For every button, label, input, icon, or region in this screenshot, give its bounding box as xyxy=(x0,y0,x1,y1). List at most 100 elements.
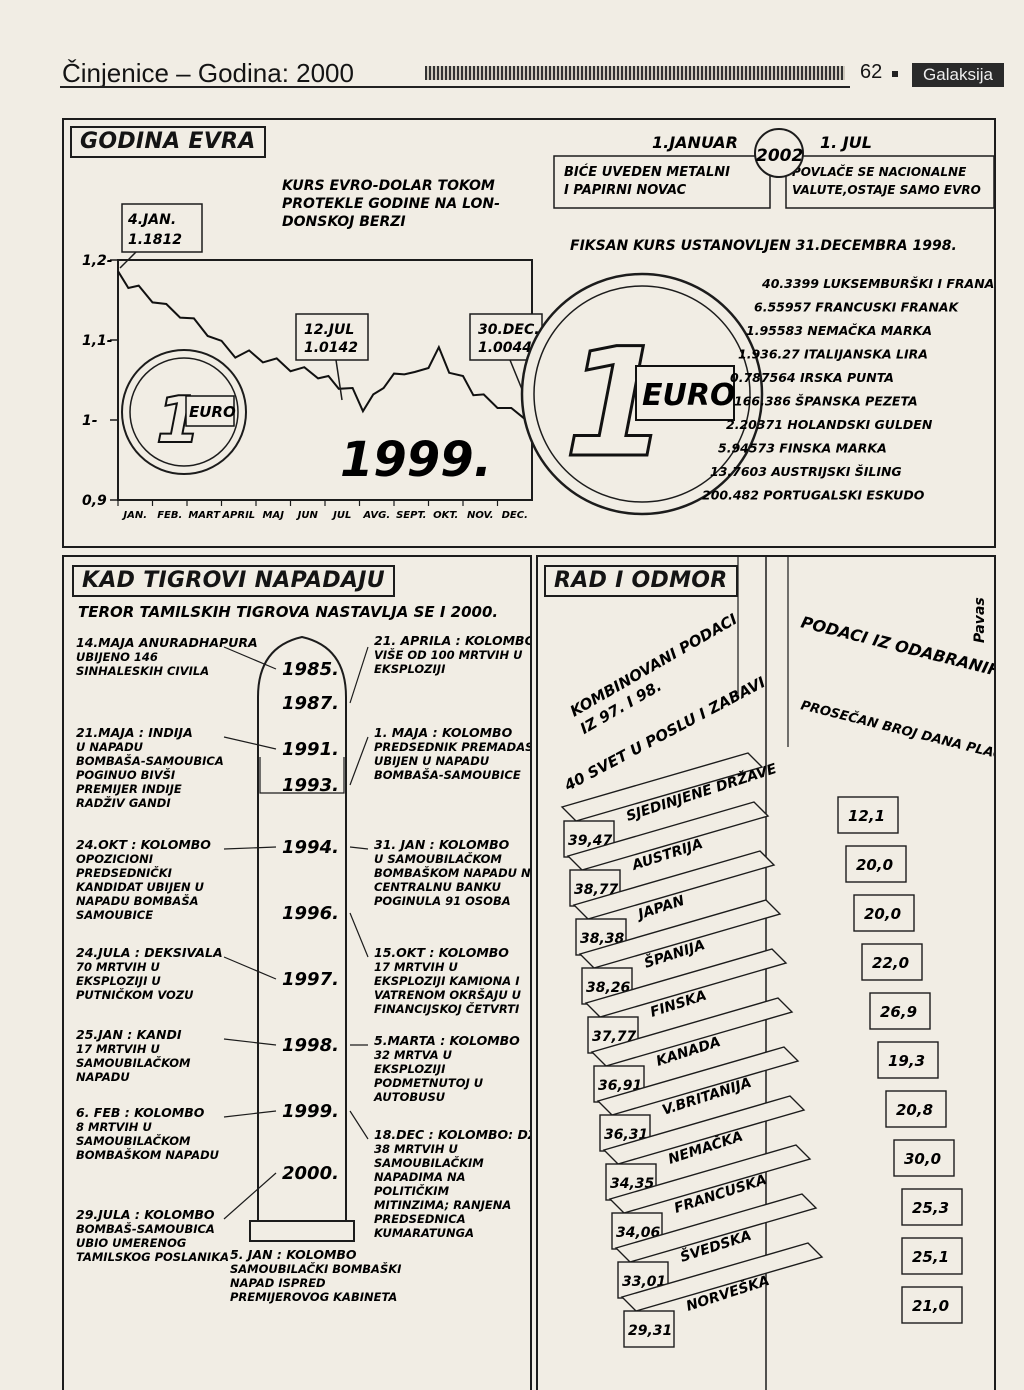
event-head: 6. FEB : KOLOMBO xyxy=(76,1105,205,1120)
event-text: EKSPLOZIJI KAMIONA I xyxy=(374,974,520,988)
event-text: PREMIJEROVOG KABINETA xyxy=(230,1290,397,1304)
event-head: 31. JAN : KOLOMBO xyxy=(374,837,510,852)
event-text: PREDSEDNIČKI xyxy=(76,865,173,880)
event-text: PREMIJER INDIJE xyxy=(76,782,182,796)
event-head: 29.JULA : KOLOMBO xyxy=(76,1207,215,1222)
event-text: EKSPLOZIJI xyxy=(374,1062,446,1076)
vacation-box xyxy=(901,1286,963,1324)
event-text: 17 MRTVIH U xyxy=(374,960,458,974)
section-tag: Galaksija xyxy=(912,63,1004,87)
tigers-panel-title: KAD TIGROVI NAPADAJU xyxy=(72,565,395,597)
svg-text:30.DEC.: 30.DEC. xyxy=(478,322,540,338)
work-panel-drawing: KOMBINOVANI PODACI IZ 97. I 98. 40 SVET … xyxy=(561,557,994,1390)
event-text: NAPADU xyxy=(76,1070,130,1084)
vacation-value: 20,0 xyxy=(856,856,893,874)
x-tick-label: JUN xyxy=(296,510,319,521)
vacation-box xyxy=(837,796,899,834)
annotation-jul: 12.JUL 1.0142 xyxy=(295,313,369,401)
event-text: PREDSEDNICA xyxy=(374,1212,466,1226)
event-text: BOMBAŠKOM NAPADU NA xyxy=(374,865,530,880)
event-text: FINANCIJSKOJ ČETVRTI xyxy=(374,1001,520,1016)
event-connector xyxy=(223,1172,277,1220)
event-text: SAMOUBILAČKOM xyxy=(76,1055,191,1070)
event-text: KUMARATUNGA xyxy=(374,1226,474,1240)
svg-text:1. JUL: 1. JUL xyxy=(820,133,872,152)
hours-value: 29,31 xyxy=(628,1323,672,1339)
work-panel-title: RAD I ODMOR xyxy=(544,565,738,597)
year-label: 1999. xyxy=(340,432,492,488)
event-text: NAPADIMA NA xyxy=(374,1170,466,1184)
big-euro-coin: 1 EURO xyxy=(520,272,764,516)
event-text: MITINZIMA; RANJENA xyxy=(374,1198,511,1212)
vacation-box xyxy=(877,1041,939,1079)
event-connector xyxy=(223,646,277,670)
event-text: PUTNIČKOM VOZU xyxy=(76,987,194,1002)
vacation-value: 25,3 xyxy=(912,1199,949,1217)
y-tick-label: 1,1- xyxy=(82,333,113,349)
hours-value: 39,47 xyxy=(568,833,613,849)
vacation-box xyxy=(861,943,923,981)
vacation-box xyxy=(893,1139,955,1177)
x-tick-label: JAN. xyxy=(121,510,147,521)
vacation-value: 19,3 xyxy=(888,1052,925,1070)
event-head: 1. MAJA : KOLOMBO xyxy=(374,725,513,740)
rate-row: 6.55957 FRANCUSKI FRANAK xyxy=(754,300,960,315)
x-tick-label: DEC. xyxy=(502,510,528,521)
event-connector xyxy=(349,1110,369,1140)
event-text: BOMBAŠA-SAMOUBICE xyxy=(374,767,521,782)
svg-text:1.0044: 1.0044 xyxy=(478,340,532,356)
bullet-timeline xyxy=(257,635,347,1242)
event-text: 32 MRTVA U xyxy=(374,1048,453,1062)
event-text: SAMOUBICE xyxy=(76,908,153,922)
svg-text:1.JANUAR: 1.JANUAR xyxy=(652,133,738,152)
event-connector xyxy=(223,956,277,980)
x-tick-label: JUL xyxy=(331,510,351,521)
event-text: POGINULA 91 OSOBA xyxy=(374,894,511,908)
vacation-value: 20,0 xyxy=(864,905,901,923)
timeline-year: 1985. xyxy=(282,659,339,680)
x-tick-label: AVG. xyxy=(362,510,390,521)
event-text: PREDSEDNIK PREMADASA xyxy=(374,740,530,754)
event-text: EKSPLOZIJI xyxy=(374,662,446,676)
x-tick-label: MAJ xyxy=(263,510,285,521)
timeline-year: 1999. xyxy=(282,1101,339,1122)
timeline-year: 1994. xyxy=(282,837,339,858)
event-text: POGINUO BIVŠI xyxy=(76,767,176,782)
timeline-years: 1985.1987.1991.1993.1994.1996.1997.1998.… xyxy=(282,659,339,1184)
event-text: BOMBAŠKOM NAPADU xyxy=(76,1147,220,1162)
rate-row: 1.936.27 ITALIJANSKA LIRA xyxy=(738,347,928,362)
x-tick-label: OKT. xyxy=(433,510,458,521)
event-head: 14.MAJA ANURADHAPURA xyxy=(76,635,258,650)
vacation-value: 25,1 xyxy=(912,1248,949,1266)
hours-value: 38,26 xyxy=(586,980,631,996)
small-euro-coin: 1 EURO xyxy=(121,349,247,475)
event-text: SAMOUBILAČKOM xyxy=(76,1133,191,1148)
left-event: 24.OKT : KOLOMBOOPOZICIONIPREDSEDNIČKIKA… xyxy=(76,837,211,922)
hours-value: 34,35 xyxy=(610,1176,655,1192)
event-text: VIŠE OD 100 MRTVIH U xyxy=(374,647,523,662)
timeline-year: 1993. xyxy=(282,775,339,796)
svg-text:4.JAN.: 4.JAN. xyxy=(127,212,176,228)
event-text: 8 MRTVIH U xyxy=(76,1120,152,1134)
vacation-value: 12,1 xyxy=(848,807,885,825)
event-text: UBIJEN U NAPADU xyxy=(374,754,490,768)
event-text: SAMOUBILAČKI BOMBAŠKI xyxy=(230,1261,402,1276)
event-connector xyxy=(349,646,369,704)
chart-caption-3: DONSKOJ BERZI xyxy=(282,214,406,230)
rate-row: 200.482 PORTUGALSKI ESKUDO xyxy=(702,488,925,503)
x-tick-label: MART xyxy=(188,510,221,521)
tigers-panel-drawing: TEROR TAMILSKIH TIGROVA NASTAVLJA SE I 2… xyxy=(76,603,530,1304)
